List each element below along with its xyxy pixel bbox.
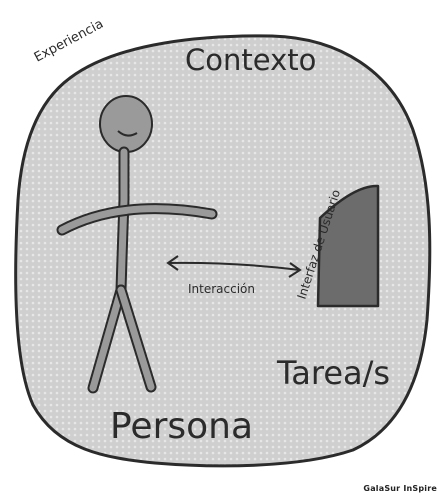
label-tareas: Tarea/s xyxy=(276,354,390,392)
label-interaccion: Interacción xyxy=(188,282,255,296)
label-experiencia: Experiencia xyxy=(32,17,106,66)
label-persona: Persona xyxy=(110,406,253,447)
person-head xyxy=(100,96,152,152)
label-contexto: Contexto xyxy=(185,43,316,77)
credit-label: GalaSur InSpire xyxy=(363,484,437,493)
